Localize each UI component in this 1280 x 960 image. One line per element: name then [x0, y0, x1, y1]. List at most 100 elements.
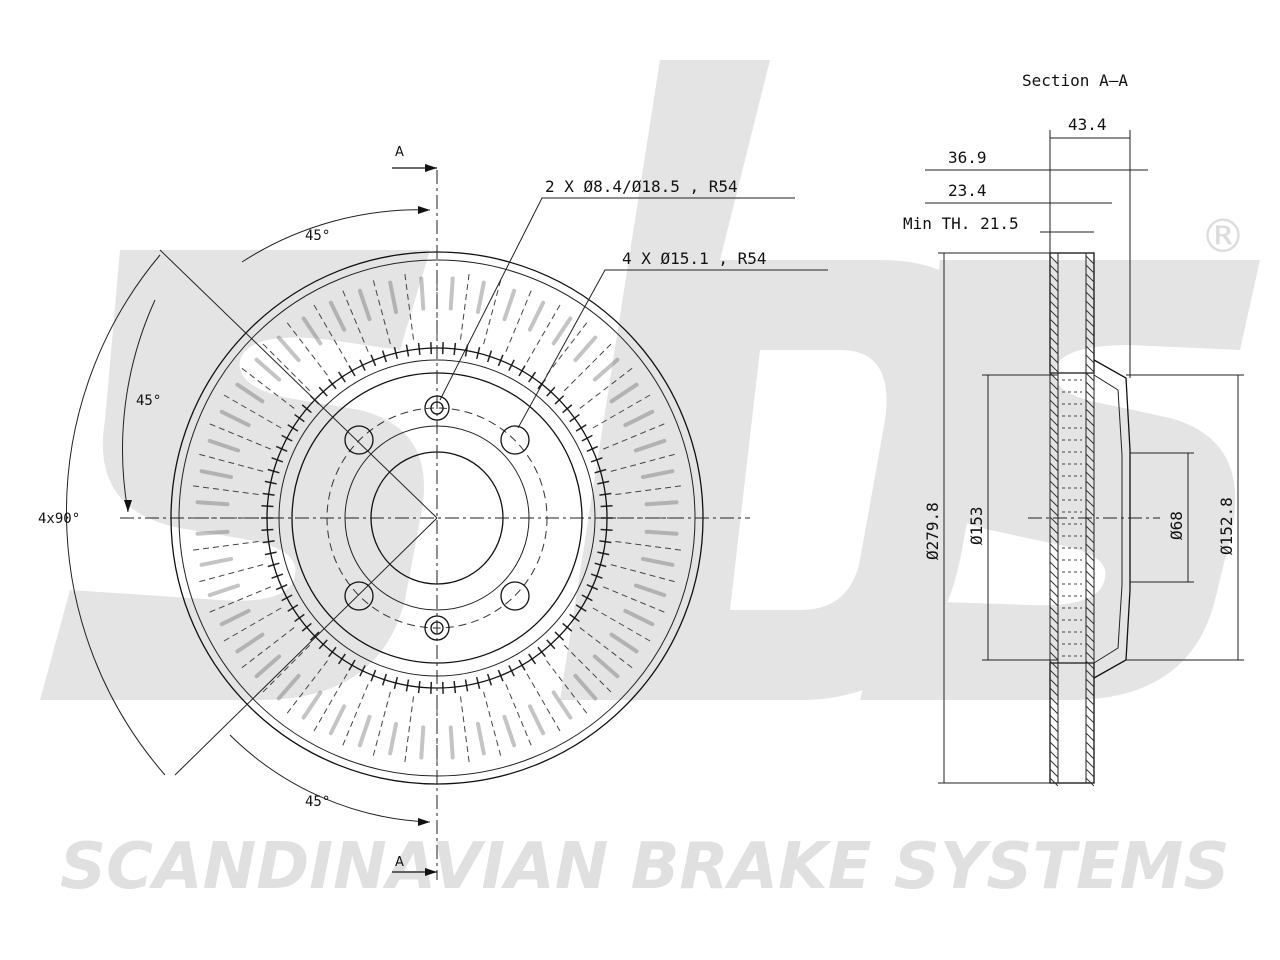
hatch-line — [1085, 597, 1095, 607]
bolt-hole-upper-left — [344, 425, 374, 455]
vane-slot — [199, 469, 234, 480]
vane-line — [563, 644, 615, 696]
vane-slot — [609, 632, 639, 654]
hatch-line — [1049, 408, 1059, 418]
dim-hat-diameter: Ø152.8 — [1217, 497, 1236, 555]
hatch-line — [1049, 714, 1059, 724]
hatch-line — [1085, 633, 1095, 643]
hatch-line — [1049, 750, 1059, 760]
vane-line — [340, 286, 369, 352]
dim-inner-diameter: Ø153 — [967, 506, 986, 545]
hatch-line — [1049, 570, 1059, 580]
vane-slot — [235, 382, 265, 404]
hatch-line — [1085, 777, 1095, 787]
hatch-line — [1085, 273, 1095, 283]
callout-small-holes-label: 2 X Ø8.4/Ø18.5 , R54 — [545, 177, 738, 196]
section-marker-bottom-arrow — [425, 868, 437, 876]
hatch-line — [1049, 732, 1059, 742]
vane-slot — [502, 288, 517, 322]
vane-slot — [219, 608, 251, 627]
vane-slot — [199, 556, 234, 567]
bolt-hole-upper-right — [500, 425, 530, 455]
vane-slot — [357, 288, 372, 322]
vane-line — [579, 365, 636, 409]
hatch-line — [1049, 687, 1059, 697]
vane-line — [195, 452, 264, 472]
vane-line — [195, 564, 264, 584]
angle-arc-pattern — [65, 254, 166, 776]
arrow-top-end — [418, 206, 430, 214]
angle-label-bottom: 45° — [305, 794, 330, 810]
dim-offset: 23.4 — [948, 181, 987, 200]
hat-inner-profile — [1093, 374, 1123, 664]
hatch-line — [1049, 777, 1059, 787]
hatch-line — [1049, 282, 1059, 292]
hatch-line — [1085, 696, 1095, 706]
hatch-line — [1049, 606, 1059, 616]
hatch-line — [1085, 408, 1095, 418]
vane-line — [403, 270, 415, 340]
callout-large-holes-leader — [517, 269, 828, 429]
hatch-line — [1049, 660, 1059, 670]
vane-slot — [573, 335, 598, 363]
hatch-line — [1049, 381, 1059, 391]
vane-line — [189, 484, 259, 496]
radial-line-lower-left — [174, 517, 438, 776]
vane-slot — [419, 276, 426, 311]
vane-line — [610, 564, 679, 584]
section-marker-bottom-label: A — [395, 855, 404, 870]
hatch-line — [1085, 309, 1095, 319]
vane-line — [615, 540, 685, 552]
hatch-line — [1049, 624, 1059, 634]
vane-slot — [276, 673, 301, 701]
vane-slot — [573, 673, 598, 701]
hatch-line — [1049, 579, 1059, 589]
vane-line — [189, 540, 259, 552]
vane-line — [259, 644, 311, 696]
vane-slot — [609, 382, 639, 404]
vane-slot — [328, 704, 347, 736]
vane-line — [505, 684, 534, 750]
vane-line — [340, 684, 369, 750]
hatch-line — [1085, 588, 1095, 598]
hatch-line — [1049, 516, 1059, 526]
hatch-line — [1085, 687, 1095, 697]
hatch-line — [1085, 300, 1095, 310]
hatch-line — [1049, 354, 1059, 364]
arrow-bottom-end — [418, 818, 430, 826]
section-marker-top-arrow — [425, 164, 437, 172]
hatch-line — [1049, 705, 1059, 715]
angle-label-top: 45° — [305, 228, 330, 244]
section-hatching — [1049, 255, 1095, 787]
vane-line — [483, 691, 503, 760]
vane-line — [459, 696, 471, 766]
hatch-line — [1085, 525, 1095, 535]
vane-slot — [301, 316, 323, 346]
hatch-line — [1085, 471, 1095, 481]
vane-slot — [357, 714, 372, 748]
hatch-line — [1049, 669, 1059, 679]
hatch-line — [1085, 660, 1095, 670]
vane-slot — [475, 721, 486, 756]
vane-line — [505, 286, 534, 352]
hatch-line — [1049, 417, 1059, 427]
callout-small-holes-leader — [439, 197, 795, 401]
hatch-line — [1049, 462, 1059, 472]
vane-slot — [301, 690, 323, 720]
hatch-line — [1085, 363, 1095, 373]
hatch-line — [1085, 444, 1095, 454]
hatch-line — [1049, 759, 1059, 769]
radial-line-upper-left — [159, 249, 438, 519]
hatch-line — [1049, 633, 1059, 643]
vane-line — [563, 340, 615, 392]
section-marker-top-label: A — [395, 145, 404, 160]
vane-slot — [448, 276, 455, 311]
hatch-line — [1085, 714, 1095, 724]
hatch-line — [1085, 723, 1095, 733]
vane-line — [546, 660, 590, 717]
vane-slot — [219, 409, 251, 428]
hatch-line — [1085, 624, 1095, 634]
hatch-line — [1049, 480, 1059, 490]
hatch-line — [1049, 561, 1059, 571]
